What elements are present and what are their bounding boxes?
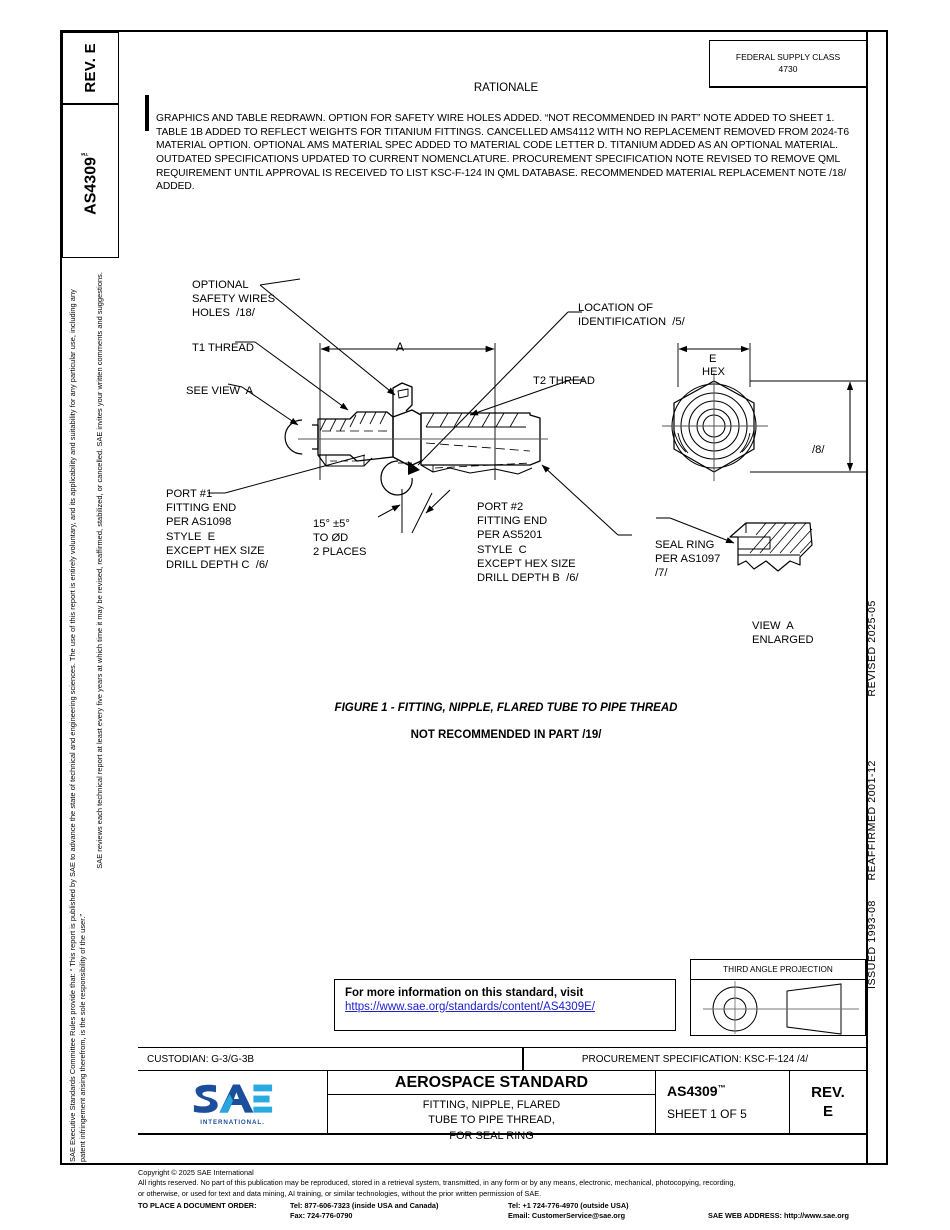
page-border — [60, 30, 888, 1165]
legal-paragraph-1: SAE Executive Standards Committee Rules … — [68, 289, 87, 1162]
footer: Copyright © 2025 SAE International All r… — [138, 1168, 950, 1222]
fsc-value: 4730 — [778, 63, 798, 74]
footer-order-row-2: Fax: 724-776-0790 Email: CustomerService… — [138, 1211, 950, 1221]
footer-email: Email: CustomerService@sae.org — [508, 1211, 626, 1221]
date-issued: ISSUED 1993-08 — [866, 900, 878, 989]
not-recommended-note: NOT RECOMMENDED IN PART /19/ — [410, 729, 602, 741]
title-block: INTERNATIONAL. AEROSPACE STANDARD FITTIN… — [138, 1071, 866, 1142]
label-t2-thread: T2 THREAD — [533, 375, 595, 387]
title-cell: AEROSPACE STANDARD FITTING, NIPPLE, FLAR… — [328, 1071, 656, 1142]
label-see-view-a: SEE VIEW A — [186, 385, 254, 397]
footer-copyright: Copyright © 2025 SAE International — [138, 1168, 254, 1177]
figure-caption: FIGURE 1 - FITTING, NIPPLE, FLARED TUBE … — [334, 702, 678, 714]
right-margin-rule — [866, 30, 868, 1165]
third-angle-projection-box: THIRD ANGLE PROJECTION — [690, 959, 866, 1036]
title-block-rev-label: REV. — [811, 1084, 845, 1102]
document-number-label: AS4309™ — [80, 147, 100, 215]
footer-rights-line-2: or otherwise, or used for text and data … — [138, 1188, 542, 1198]
label-dimension-a: A — [396, 340, 405, 354]
footer-web-address: SAE WEB ADDRESS: http://www.sae.org — [708, 1211, 849, 1221]
label-port-1: PORT #1 FITTING END PER AS1098 STYLE E E… — [166, 488, 269, 572]
label-port-2: PORT #2 FITTING END PER AS5201 STYLE C E… — [477, 501, 579, 585]
revision-change-bar — [145, 95, 149, 131]
revision-label-stack: REV. E — [81, 43, 99, 93]
info-box-text: For more information on this standard, v… — [345, 987, 584, 999]
label-t1-thread: T1 THREAD — [192, 342, 254, 354]
sae-logo: INTERNATIONAL. — [185, 1082, 281, 1126]
revision-box: REV. E — [62, 32, 119, 104]
label-dim-8: /8/ — [812, 444, 825, 456]
standard-type-label: AEROSPACE STANDARD — [328, 1071, 655, 1095]
footer-order-row-1: TO PLACE A DOCUMENT ORDER: Tel: 877-606-… — [138, 1201, 950, 1211]
label-view-a-enlarged: VIEW A ENLARGED — [752, 620, 814, 647]
label-location-of-identification: LOCATION OF IDENTIFICATION /5/ — [578, 302, 685, 329]
title-block-revision-cell: REV. E — [790, 1071, 866, 1135]
custodian-row: CUSTODIAN: G-3/G-3B PROCUREMENT SPECIFIC… — [138, 1047, 866, 1071]
custodian-divider — [522, 1048, 524, 1070]
third-angle-projection-symbol — [703, 981, 859, 1035]
footer-tel-usa: Tel: 877-606-7323 (inside USA and Canada… — [290, 1201, 439, 1211]
standard-subtitle: FITTING, NIPPLE, FLARED TUBE TO PIPE THR… — [422, 1099, 561, 1142]
legal-paragraph-2: SAE reviews each technical report at lea… — [95, 272, 104, 869]
footer-spacer — [138, 1211, 290, 1221]
fitting-drawing — [208, 278, 866, 572]
footer-order-info: TO PLACE A DOCUMENT ORDER: Tel: 877-606-… — [138, 1201, 950, 1222]
document-number-box: AS4309™ — [62, 104, 119, 258]
title-block-doc-number: AS4309™ — [667, 1083, 726, 1099]
rationale-body: GRAPHICS AND TABLE REDRAWN. OPTION FOR S… — [156, 113, 850, 193]
label-angle-note: 15° ±5° TO ØD 2 PLACES — [313, 518, 367, 559]
federal-supply-class-box: FEDERAL SUPPLY CLASS 4730 — [709, 40, 867, 87]
title-block-rev-value: E — [822, 1103, 833, 1120]
date-reaffirmed: REAFFIRMED 2001-12 — [866, 760, 878, 881]
more-information-box: For more information on this standard, v… — [334, 979, 676, 1031]
footer-rights-line-1: All rights reserved. No part of this pub… — [138, 1178, 736, 1188]
rationale-title: RATIONALE — [473, 82, 539, 94]
label-hex-e: E — [709, 353, 717, 365]
label-seal-ring: SEAL RING PER AS1097 /7/ — [655, 539, 721, 580]
fsc-label: FEDERAL SUPPLY CLASS — [735, 52, 841, 63]
custodian-cell: CUSTODIAN: G-3/G-3B — [147, 1053, 255, 1065]
procurement-specification-cell: PROCUREMENT SPECIFICATION: KSC-F-124 /4/ — [581, 1053, 809, 1065]
third-angle-projection-title: THIRD ANGLE PROJECTION — [691, 960, 865, 980]
label-hex-word: HEX — [702, 366, 726, 378]
document-number-cell: AS4309™ SHEET 1 OF 5 — [656, 1071, 790, 1135]
fsc-underline — [709, 87, 867, 89]
sae-logo-mark — [193, 1084, 272, 1113]
footer-order-label: TO PLACE A DOCUMENT ORDER: — [138, 1201, 257, 1211]
sae-logo-cell: INTERNATIONAL. — [138, 1071, 328, 1135]
standard-url-link[interactable]: https://www.sae.org/standards/content/AS… — [345, 1001, 595, 1013]
sheet-number: SHEET 1 OF 5 — [667, 1107, 747, 1121]
footer-tel-intl: Tel: +1 724-776-4970 (outside USA) — [508, 1201, 629, 1211]
sae-logo-subtitle: INTERNATIONAL. — [200, 1119, 265, 1126]
footer-fax: Fax: 724-776-0790 — [290, 1211, 353, 1221]
label-optional-safety-wires: OPTIONAL SAFETY WIRES HOLES /18/ — [192, 279, 276, 320]
